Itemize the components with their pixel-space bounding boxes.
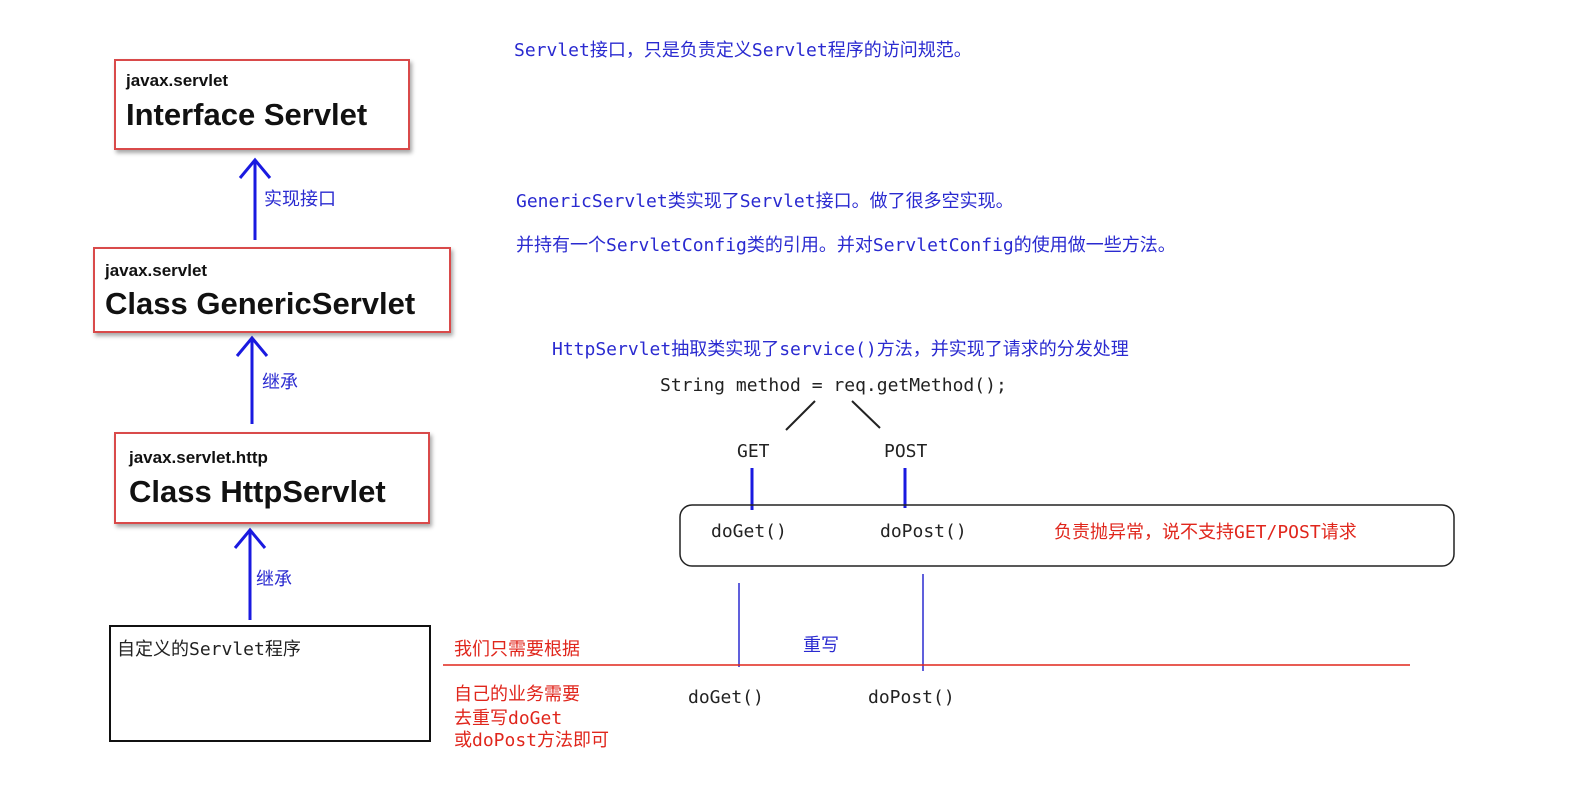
get-label: GET [737, 441, 770, 462]
http-package: javax.servlet.http [129, 448, 268, 467]
exception-note: 负责抛异常，说不支持GET/POST请求 [1054, 522, 1357, 543]
extends-label-2: 继承 [256, 569, 292, 590]
code-line: String method = req.getMethod(); [660, 375, 1007, 396]
dispatch-box [679, 504, 1455, 567]
override-label: 重写 [803, 635, 839, 656]
dopost-upper: doPost() [880, 521, 967, 542]
http-servlet-box: javax.servlet.http Class HttpServlet [114, 432, 430, 524]
dopost-lower: doPost() [868, 687, 955, 708]
servlet-package: javax.servlet [126, 71, 229, 90]
implements-arrow-head [238, 157, 272, 179]
servlet-note: Servlet接口，只是负责定义Servlet程序的访问规范。 [514, 40, 972, 61]
custom-note-1: 我们只需要根据 [454, 639, 580, 660]
generic-note-2: 并持有一个ServletConfig类的引用。并对ServletConfig的使… [516, 235, 1176, 256]
custom-note-4: 或doPost方法即可 [454, 730, 610, 751]
servlet-name: Interface Servlet [126, 97, 368, 132]
get-branch-line [785, 400, 816, 431]
generic-note-1: GenericServlet类实现了Servlet接口。做了很多空实现。 [516, 191, 1014, 212]
servlet-interface-box: javax.servlet Interface Servlet [114, 59, 410, 150]
post-branch-line [851, 400, 881, 429]
doget-upper: doGet() [711, 521, 787, 542]
generic-servlet-box: javax.servlet Class GenericServlet [93, 247, 451, 333]
custom-note-2: 自己的业务需要 [454, 684, 580, 705]
http-name: Class HttpServlet [129, 474, 386, 509]
generic-package: javax.servlet [105, 261, 208, 280]
doget-lower: doGet() [688, 687, 764, 708]
http-note: HttpServlet抽取类实现了service()方法，并实现了请求的分发处理 [552, 339, 1129, 360]
post-label: POST [884, 441, 928, 462]
extends-arrow-head-1 [235, 335, 269, 357]
custom-servlet-name: 自定义的Servlet程序 [117, 639, 301, 660]
implements-label: 实现接口 [264, 189, 336, 210]
custom-servlet-box: 自定义的Servlet程序 [109, 625, 431, 742]
extends-arrow-head-2 [233, 527, 267, 549]
extends-label-1: 继承 [262, 372, 298, 393]
generic-name: Class GenericServlet [105, 286, 416, 321]
custom-note-3: 去重写doGet [454, 708, 563, 729]
